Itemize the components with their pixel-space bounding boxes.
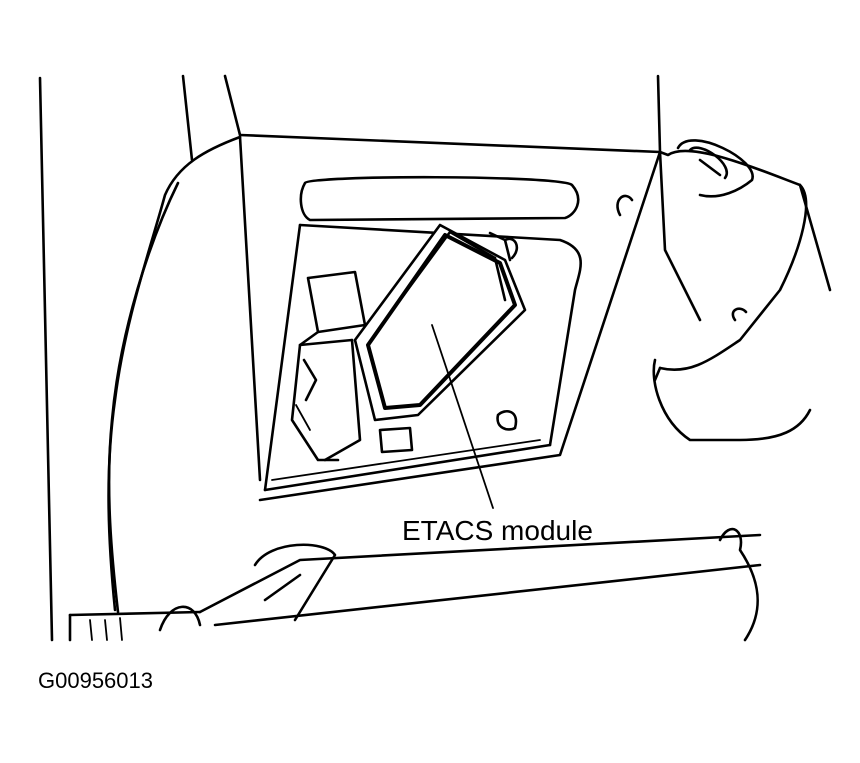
dash-edge	[238, 74, 662, 154]
access-opening	[263, 175, 634, 492]
etacs-module	[353, 223, 527, 422]
connector-bracket	[290, 270, 414, 462]
lower-sill	[68, 527, 762, 642]
callout-leader	[431, 324, 494, 509]
figure-id: G00956013	[38, 668, 153, 693]
etacs-module-label: ETACS module	[402, 515, 593, 546]
right-trim	[652, 139, 832, 442]
left-pillar	[38, 74, 242, 642]
side-trim-panel	[107, 135, 662, 614]
